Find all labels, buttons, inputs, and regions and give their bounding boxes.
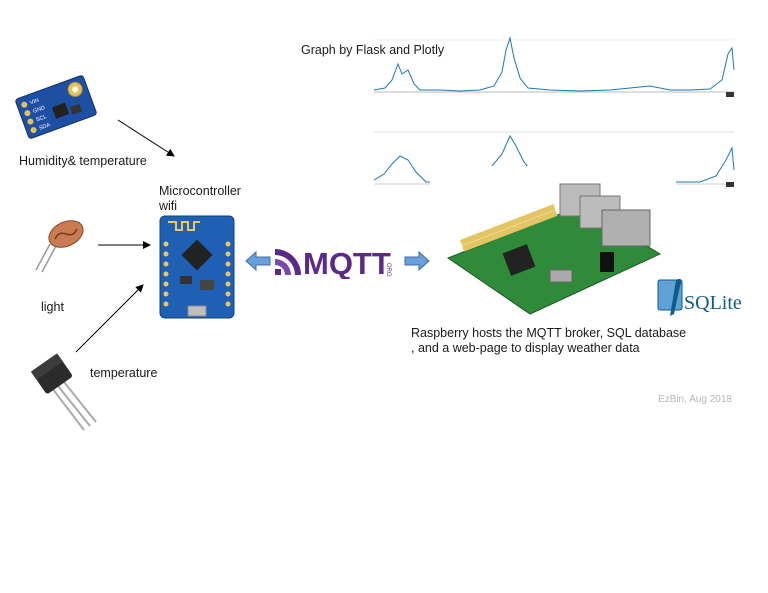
humidity-label: Humidity& temperature [19, 154, 147, 168]
arrow-right-icon [404, 250, 430, 272]
mqtt-logo-text: MQTT [303, 246, 391, 279]
temperature-sensor-image [22, 352, 102, 434]
humidity-sensor-image: VIN GND SCL SDA [14, 72, 98, 142]
light-label: light [41, 300, 64, 314]
arrow-temperature [75, 284, 144, 353]
sensor-pin-label: SDA [38, 122, 51, 132]
raspberry-description-line1: Raspberry hosts the MQTT broker, SQL dat… [411, 326, 687, 340]
graph-caption: Graph by Flask and Plotly [301, 43, 445, 57]
mqtt-logo-suffix: ORG [385, 263, 391, 277]
arrow-left-icon [245, 250, 271, 272]
sqlite-logo-text: SQLite [684, 292, 742, 314]
arrow-humidity [117, 119, 175, 157]
sqlite-logo: SQLite [654, 276, 750, 318]
sensor-pin-label: SCL [35, 114, 47, 123]
humidity-graph-thumbnail [370, 20, 738, 100]
sensor-pin-label: VIN [29, 98, 40, 107]
temperature-label: temperature [90, 366, 158, 380]
microcontroller-sublabel: wifi [159, 199, 178, 213]
credit-text: EzBin, Aug 2018 [658, 394, 732, 405]
mqtt-logo: MQTT ORG [273, 243, 393, 279]
light-sensor-image [30, 212, 92, 274]
raspberry-description-line2: , and a web-page to display weather data [411, 341, 640, 355]
sensor-pin-label: GND [32, 105, 46, 115]
raspberry-pi-image [430, 166, 676, 324]
microcontroller-label: Microcontroller [159, 184, 241, 198]
microcontroller-board-image [158, 214, 236, 320]
